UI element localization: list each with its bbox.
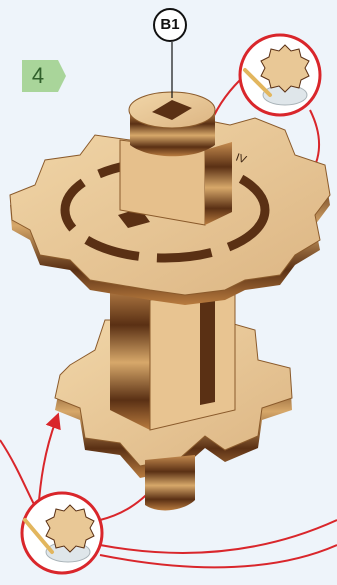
step-number: 4 — [22, 60, 54, 92]
glue-callout-top — [240, 35, 320, 115]
glue-callout-bottom — [22, 493, 102, 573]
arrow-line-bottom-1 — [100, 520, 337, 553]
part-label: B1 — [153, 8, 187, 42]
step-badge: 4 — [22, 60, 60, 92]
arrow-line-bottom-2 — [100, 545, 337, 567]
